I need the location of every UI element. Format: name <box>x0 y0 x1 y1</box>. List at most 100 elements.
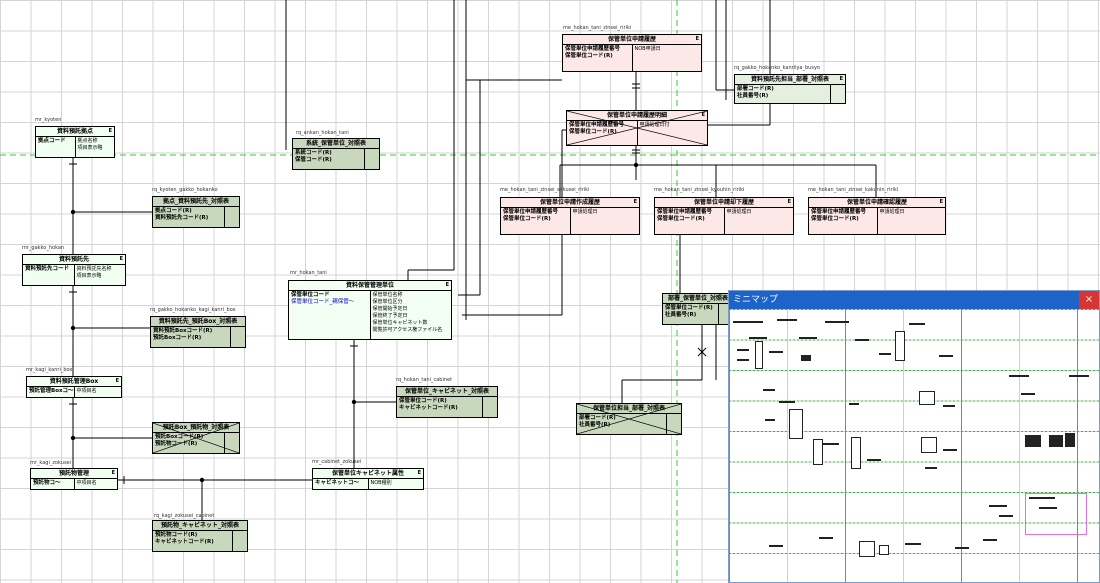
entity-ankan[interactable]: 系統_保管単位_対照表 系統コード(R)保管コード(R) <box>292 138 380 170</box>
entity-label-rel-kagi: rq_gakko_hokanko_kagi_kanri_box <box>150 307 236 313</box>
entity-attr: 預託Boxコード(R) <box>155 434 204 440</box>
entity-title: 預託物管理 <box>58 470 89 477</box>
entity-attr: 預託Boxコード(R) <box>153 335 202 341</box>
minimap-entity <box>859 541 875 557</box>
entity-attr: 拠点コード <box>38 138 66 144</box>
entity-attr: 部署コード(R) <box>737 86 774 92</box>
entity-title: 保管単位_キャビネット_対照表 <box>404 388 489 395</box>
minimap-entity <box>999 515 1013 517</box>
entity-attr: NOB種別 <box>370 480 392 486</box>
entity-key: E <box>119 256 123 262</box>
entity-attr: 申請処理日 <box>726 209 752 215</box>
minimap-entity <box>737 349 749 351</box>
minimap-entity <box>919 391 935 405</box>
entity-rel-hokan-cab[interactable]: 保管単位_キャビネット_対照表 保管単位コード(R)キャビネットコード(R) <box>396 386 498 418</box>
entity-attr: 保管単位申請履歴番号 <box>569 122 625 128</box>
minimap-panel[interactable]: ミニマップ × <box>728 290 1100 583</box>
minimap-entity <box>825 321 849 323</box>
entity-title: 保管単位申請履歴 <box>607 36 656 43</box>
entity-rel-cab[interactable]: 預託物_キャビネット_対照表 預託物コード(R)キャビネットコード(R) <box>152 520 248 552</box>
entity-attr: 申請処理日 <box>879 209 905 215</box>
entity-attr: NOB申請日 <box>634 46 661 52</box>
entity-attr: 系統コード(R) <box>295 150 332 156</box>
entity-key: E <box>115 378 119 384</box>
entity-attr: 申請処理日付 <box>639 122 670 128</box>
entity-label-kagi-zokusei: mr_kagi_zokusei <box>30 460 72 466</box>
close-icon: × <box>1084 294 1094 305</box>
entity-attr: 預託物コード(R) <box>155 441 198 447</box>
minimap-entity <box>749 337 767 339</box>
minimap-entity <box>769 351 783 353</box>
minimap-title: ミニマップ <box>733 295 779 305</box>
minimap-entity <box>879 545 889 555</box>
entity-attr: 資料預託先名称 <box>76 266 112 272</box>
entity-key: E <box>108 128 112 134</box>
entity-attr: 項目表示略 <box>77 145 103 151</box>
entity-key: E <box>633 199 637 205</box>
entity-key: E <box>939 199 943 205</box>
entity-busho2[interactable]: 保管単位担当_部署_対照表 部署コード(R)社員番号(R) <box>576 403 682 435</box>
entity-label-shinsei: me_hokan_tani_zinsei_ririki <box>563 25 632 31</box>
entity-key: E <box>695 36 699 42</box>
entity-title: 保管単位申請履歴明細 <box>606 112 667 119</box>
entity-attr: 中項目名 <box>76 388 97 394</box>
minimap-entity <box>813 439 823 465</box>
entity-attr: 保管単位コード(R) <box>665 305 713 311</box>
entity-label-rel-cab: rq_kagi_zokusei_cabinet <box>154 513 215 519</box>
minimap-entity <box>895 331 905 361</box>
minimap-entity <box>777 319 797 321</box>
minimap-entity <box>849 403 859 405</box>
entity-attr: 部署コード(R) <box>579 415 616 421</box>
entity-attr: 資料預託Boxコード(R) <box>153 328 213 334</box>
minimap-entity <box>1009 375 1029 377</box>
minimap-entity <box>755 341 763 369</box>
entity-key: E <box>445 282 449 288</box>
entity-attr: 項目表示略 <box>76 273 102 279</box>
minimap-entity <box>1049 435 1063 447</box>
entity-attr: 保管単位申請履歴番号 <box>503 209 559 215</box>
entity-attr: 資料預託先コード <box>25 266 70 272</box>
minimap-viewport[interactable] <box>1025 493 1087 535</box>
entity-title: 保管単位申請却下履歴 <box>693 199 754 206</box>
entity-key: E <box>839 76 843 82</box>
minimap-canvas[interactable] <box>729 309 1099 582</box>
entity-key: E <box>111 470 115 476</box>
minimap-entity <box>1029 497 1055 499</box>
entity-attr: 保管開始予定日 <box>372 306 408 312</box>
minimap-titlebar[interactable]: ミニマップ × <box>729 291 1099 309</box>
close-button[interactable]: × <box>1079 291 1099 309</box>
entity-rel-kyoten[interactable]: 拠点_資料預託先_対照表 拠点コード(R)資料預託先コード(R) <box>152 196 240 228</box>
entity-attr: 預託物コ〜 <box>33 480 61 486</box>
minimap-entity <box>905 543 921 545</box>
entity-label-hokan-tani: mr_hokan_tani <box>290 270 327 276</box>
minimap-entity <box>763 389 775 391</box>
minimap-entity <box>855 339 869 341</box>
entity-label-rel-kyoten: rq_kyoten_gakko_hokanko <box>152 187 218 193</box>
minimap-entity <box>1039 507 1057 509</box>
entity-rel-kagi[interactable]: 資料預託先_預託Box_対照表 資料預託Boxコード(R)預託Boxコード(R) <box>150 316 246 348</box>
entity-rel-box[interactable]: 預託Box_預託物_対照表 預託Boxコード(R)預託物コード(R) <box>152 422 240 454</box>
minimap-entity <box>943 405 955 407</box>
minimap-entity <box>943 449 957 451</box>
minimap-entity <box>789 409 803 439</box>
entity-label-rel-hokan-cab: rq_hokan_tani_cabinet <box>396 377 453 383</box>
minimap-entity <box>801 355 811 361</box>
minimap-entity <box>989 505 1007 507</box>
minimap-entity <box>1069 375 1089 377</box>
minimap-entity <box>733 321 763 323</box>
minimap-entity <box>769 545 783 547</box>
